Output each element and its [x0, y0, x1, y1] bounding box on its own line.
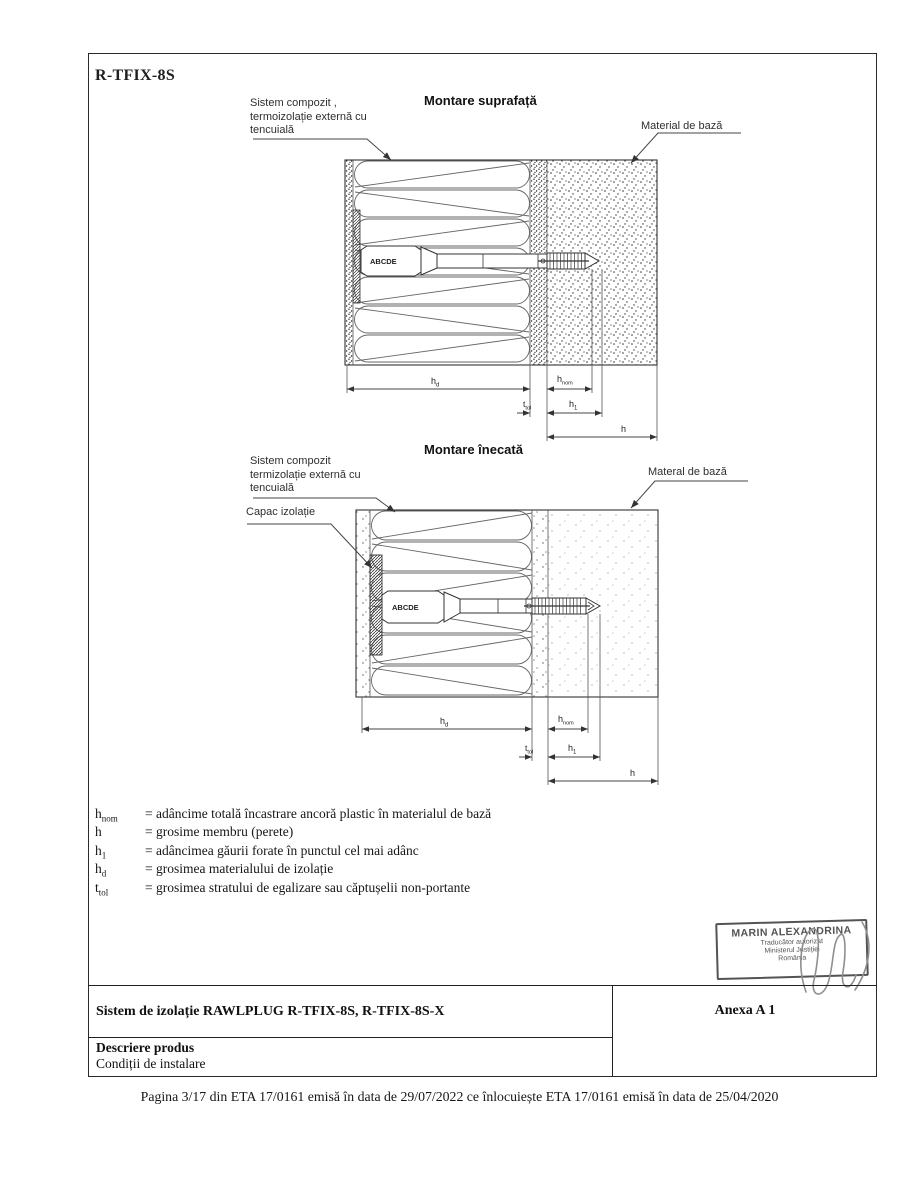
legend-symbol: h1: [95, 842, 107, 861]
legend-symbol: ttol: [95, 879, 109, 898]
legend-row-hnom: hnom = adâncime totală încastrare ancoră…: [95, 806, 715, 824]
surface-system-label: Sistem compozit , termoizolație externă …: [250, 97, 367, 138]
legend-row-h1: h1 = adâncimea găurii forate în punctul …: [95, 843, 715, 861]
legend-symbol: hd: [95, 861, 107, 879]
recessed-system-label-line1: Sistem compozit: [250, 455, 331, 467]
page-footer: Pagina 3/17 din ETA 17/0161 emisă în dat…: [140, 1089, 779, 1104]
legend-symbol: h: [95, 824, 102, 840]
legend-definition: = adâncimea găurii forate în punctul cel…: [145, 842, 419, 858]
recessed-system-label-line2: termizolație externă cu: [250, 468, 361, 481]
recessed-system-label-line3: tencuială: [250, 482, 295, 494]
surface-system-label-line1: Sistem compozit ,: [250, 97, 337, 109]
surface-diagram-title: Montare suprafață: [424, 93, 537, 108]
page-frame: [88, 53, 877, 1077]
legend-definition: = grosime membru (perete): [145, 824, 294, 840]
legend-definition: = grosimea materialului de izolație: [145, 861, 334, 877]
table-description-title: Descriere produs: [96, 1040, 195, 1055]
title-block-table: Sistem de izolație RAWLPLUG R-TFIX-8S, R…: [88, 985, 877, 1077]
legend-definition: = adâncime totală încastrare ancoră plas…: [145, 806, 492, 821]
surface-base-material-label: Material de bază: [641, 120, 723, 132]
legend-symbol: hnom: [95, 806, 118, 824]
table-cell-system: Sistem de izolație RAWLPLUG R-TFIX-8S, R…: [88, 986, 613, 1038]
table-description-sub: Condiții de instalare: [96, 1056, 206, 1071]
recessed-base-material-label: Materal de bază: [648, 466, 727, 478]
legend-definition: = grosimea stratului de egalizare sau că…: [145, 879, 471, 895]
surface-system-label-line3: tencuială: [250, 124, 295, 136]
legend-row-h: h = grosime membru (perete): [95, 824, 715, 842]
table-cell-annex: Anexa A 1: [714, 1003, 776, 1018]
legend: hnom = adâncime totală încastrare ancoră…: [95, 806, 715, 898]
recessed-diagram-title: Montare înecată: [424, 442, 523, 457]
legend-row-ttol: ttol = grosimea stratului de egalizare s…: [95, 880, 715, 898]
translator-stamp: MARIN ALEXANDRINA Traducător autorizat M…: [715, 918, 869, 981]
surface-system-label-line2: termoizolație externă cu: [250, 110, 367, 123]
page-title: R-TFIX-8S: [95, 67, 176, 84]
insulation-cap-label: Capac izolație: [246, 506, 316, 518]
recessed-system-label: Sistem compozit termizolație externă cu …: [250, 455, 361, 496]
legend-row-hd: hd = grosimea materialului de izolație: [95, 861, 715, 879]
table-cell-description: Descriere produs Condiții de instalare: [88, 1038, 613, 1077]
